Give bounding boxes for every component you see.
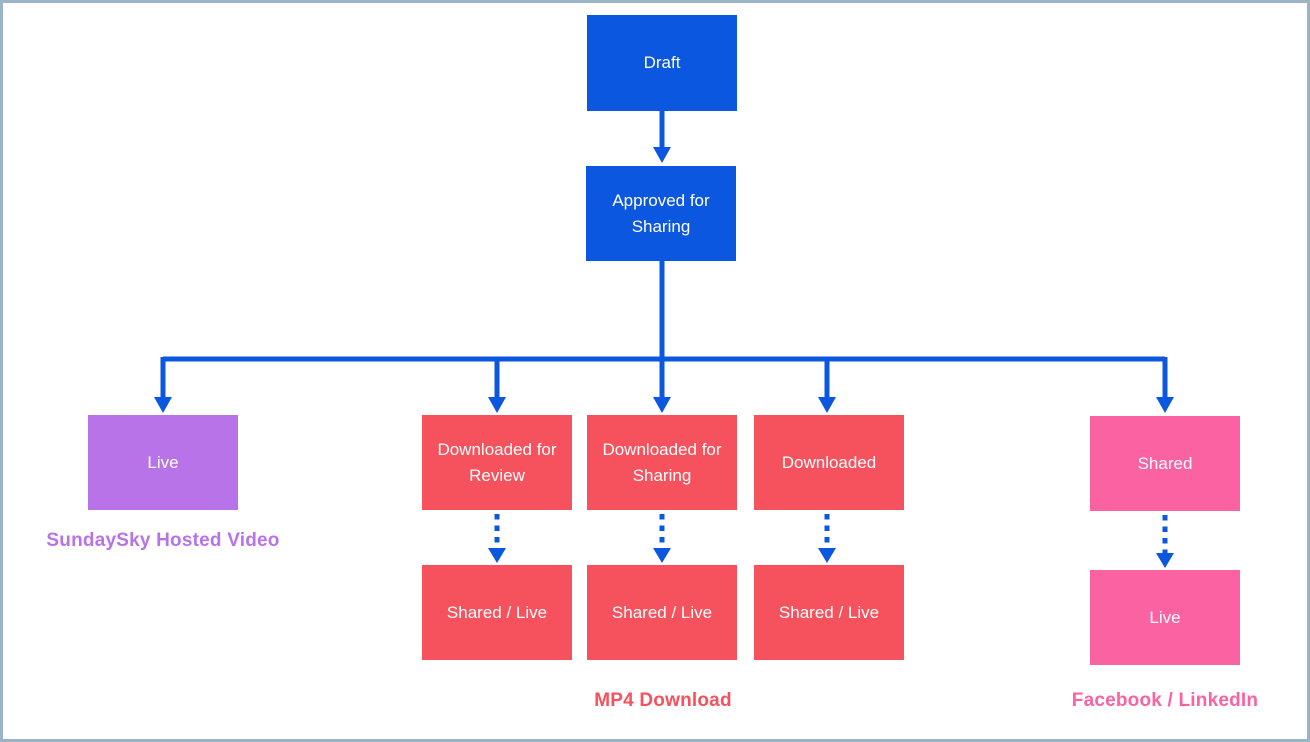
arrow-branch-downloaded [818, 357, 836, 413]
arrow-branch-hosted-live [154, 357, 172, 413]
node-downloaded: Downloaded [754, 415, 904, 510]
node-approved-for-sharing: Approved for Sharing [586, 166, 736, 261]
node-review-shared-live: Shared / Live [422, 565, 572, 660]
node-social-live: Live [1090, 570, 1240, 665]
node-downloaded-for-review: Downloaded for Review [422, 415, 572, 510]
node-sharing-shared-live: Shared / Live [587, 565, 737, 660]
arrow-branch-downloaded-for-review [488, 357, 506, 413]
dotted-arrow-review-to-shared-live [488, 514, 506, 563]
arrowhead-icon [818, 397, 836, 413]
group-label-facebook-linkedin: Facebook / LinkedIn [1071, 690, 1259, 711]
dotted-arrow-downloaded-to-shared-live [818, 514, 836, 563]
node-hosted-live: Live [88, 415, 238, 510]
node-downloaded-for-sharing: Downloaded for Sharing [587, 415, 737, 510]
node-draft: Draft [587, 15, 737, 111]
arrow-branch-downloaded-for-sharing [653, 357, 671, 413]
node-downloaded-shared-live: Shared / Live [754, 565, 904, 660]
arrowhead-icon [488, 548, 506, 563]
arrowhead-icon [488, 397, 506, 413]
arrowhead-icon [653, 397, 671, 413]
arrowhead-icon [818, 548, 836, 563]
dotted-arrow-shared-to-live [1156, 515, 1174, 568]
group-label-sundaysky-hosted-video: SundaySky Hosted Video [46, 530, 280, 551]
arrow-draft-to-approved [653, 111, 671, 163]
arrowhead-icon [1156, 397, 1174, 413]
arrow-branch-social-shared [1156, 357, 1174, 413]
dotted-arrow-sharing-to-shared-live [653, 514, 671, 563]
node-social-shared: Shared [1090, 416, 1240, 511]
arrowhead-icon [653, 548, 671, 563]
arrowhead-icon [653, 147, 671, 163]
group-label-mp4-download: MP4 Download [594, 690, 732, 711]
arrowhead-icon [154, 397, 172, 413]
arrowhead-icon [1156, 553, 1174, 568]
